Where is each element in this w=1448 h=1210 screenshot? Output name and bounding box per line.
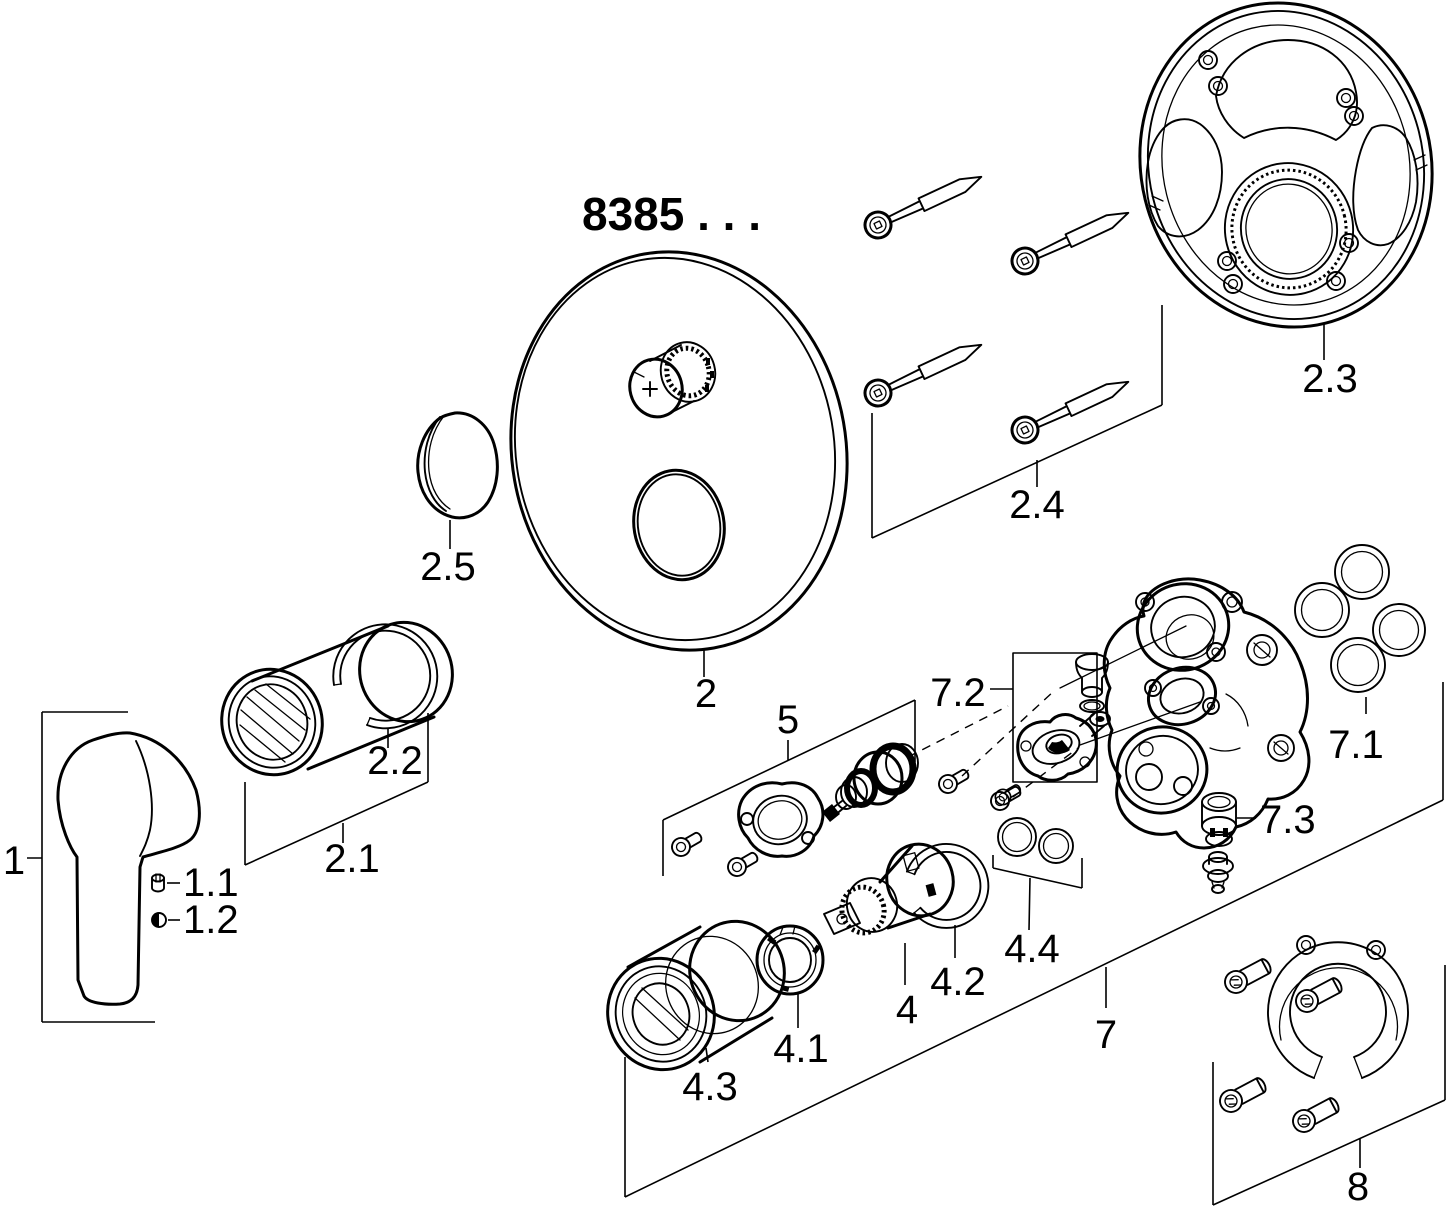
part-mounting-plate-group: 2.3	[1138, 1, 1434, 401]
handle-lever-outline	[56, 731, 201, 1006]
part-check-valve-group: 7.3	[1201, 792, 1316, 894]
part-label-2-3: 2.3	[1302, 357, 1358, 401]
part-label-7: 7	[1095, 1013, 1117, 1057]
part-label-2-4: 2.4	[1009, 483, 1065, 527]
part-label-1-1: 1.1	[183, 861, 239, 905]
part-grub-screw-group: 1.1	[151, 861, 239, 905]
part-plug-group: 1.2	[151, 898, 239, 942]
part-label-4-3: 4.3	[682, 1065, 738, 1109]
part-label-1-2: 1.2	[183, 898, 239, 942]
part-bracket-group: 8	[1212, 935, 1446, 1209]
part-oring-pair-group: 4.4	[991, 780, 1083, 971]
part-label-2-5: 2.5	[420, 545, 476, 589]
part-screws-group: 2.4	[859, 163, 1163, 539]
part-stop-kit-group: 7.2	[930, 652, 1111, 815]
part-label-2-2: 2.2	[367, 739, 423, 783]
part-escutcheon-group: 2	[509, 250, 849, 716]
part-thermostat-kit-group: 5	[662, 698, 1009, 881]
part-label-8: 8	[1347, 1165, 1369, 1209]
diverter-knob	[628, 341, 717, 419]
part-label-4-1: 4.1	[773, 1027, 829, 1071]
part-handle-lever-group: 1	[3, 711, 201, 1023]
thermostat-cartridge	[822, 742, 919, 822]
part-label-2-1: 2.1	[324, 837, 380, 881]
part-label-7-1: 7.1	[1328, 723, 1384, 767]
part-label-1: 1	[3, 839, 25, 883]
part-sleeve-group: 2.1	[220, 620, 454, 881]
part-label-4: 4	[896, 988, 918, 1032]
part-snap-ring-group: 2.2	[332, 623, 439, 783]
part-oring-set-group: 7.1	[1294, 544, 1426, 767]
part-sleeve-nut-group: 4.3	[606, 919, 786, 1109]
part-label-4-2: 4.2	[930, 960, 986, 1004]
part-knob-cap-group: 2.5	[416, 411, 499, 589]
part-label-2: 2	[695, 672, 717, 716]
part-lock-ring-group: 4.1	[755, 924, 829, 1071]
part-label-4-4: 4.4	[1004, 927, 1060, 971]
part-label-7-2: 7.2	[930, 671, 986, 715]
part-cartridge-group: 4	[823, 842, 955, 1032]
part-label-7-3: 7.3	[1260, 798, 1316, 842]
part-label-5: 5	[777, 698, 799, 742]
part-c-clip-group: 4.2	[905, 843, 990, 1004]
model-number-title: 8385 . . .	[582, 188, 761, 240]
